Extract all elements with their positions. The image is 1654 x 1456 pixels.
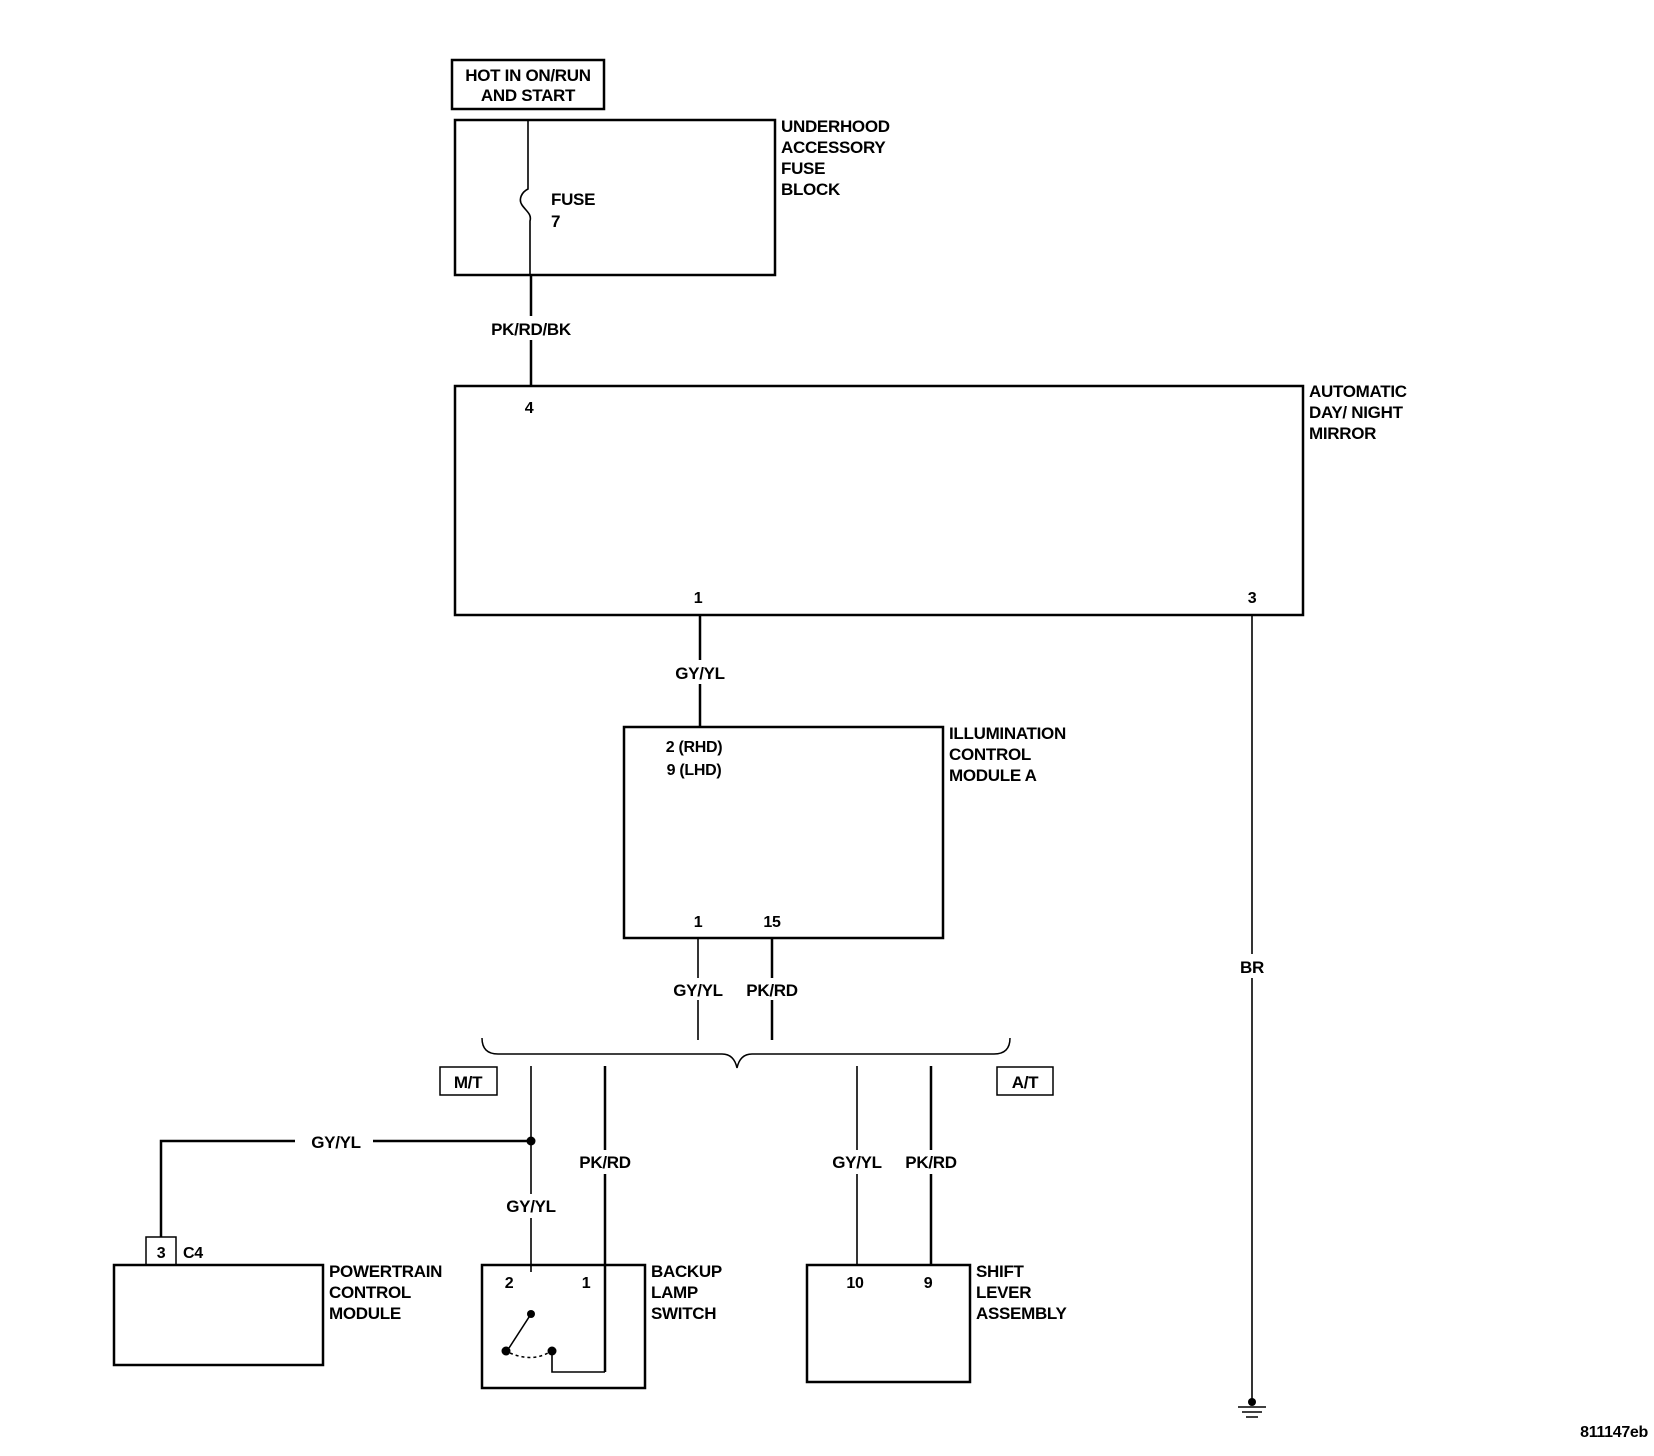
wire-label-gy-yl-switch: GY/YL [506,1197,556,1216]
power-source: HOT IN ON/RUN AND START [450,58,606,111]
backup-name-1: BACKUP [651,1262,722,1281]
pcm-pin-3: 3 [157,1245,166,1262]
fuse-block: FUSE 7 UNDERHOOD ACCESSORY FUSE BLOCK [453,117,890,277]
fuse-block-name-4: BLOCK [781,180,841,199]
mirror-box [453,384,1305,617]
wire-label-bg [295,1130,373,1154]
pcm-name-2: CONTROL [329,1283,411,1302]
shift-pin-10: 10 [846,1275,864,1292]
mirror-pin-1: 1 [694,590,703,607]
wire-label-bg [573,1150,637,1174]
wire-gy-yl-pcm [159,1139,531,1237]
wire-label-pk-rd-module: PK/RD [746,981,797,1000]
module-pin-1: 1 [694,914,703,931]
wire-label-pk-rd-shift: PK/RD [905,1153,956,1172]
shift-name-2: LEVER [976,1283,1031,1302]
mirror-name-2: DAY/ NIGHT [1309,403,1404,422]
pcm-connector-c4: C4 [183,1245,203,1262]
pcm-name-3: MODULE [329,1304,401,1323]
power-label-line-1: HOT IN ON/RUN [465,66,591,85]
option-automatic-label: A/T [1012,1073,1039,1092]
module-pin-lhd: 9 (LHD) [667,762,722,779]
option-automatic-box [996,1066,1054,1096]
power-source-box [450,58,606,111]
option-manual-box [439,1066,498,1096]
wire-label-gy-yl-mirror: GY/YL [675,664,725,683]
switch-link [509,1352,549,1359]
wire-label-gy-yl-pcm: GY/YL [311,1133,361,1152]
mirror-pin-4: 4 [525,400,534,417]
figure-id: 811147eb [1580,1424,1648,1441]
wire-label-pk-rd-bk: PK/RD/BK [491,320,572,339]
illumination-control-module: 2 (RHD) 9 (LHD) 1 15 ILLUMINATION CONTRO… [622,724,1066,940]
pcm-name-1: POWERTRAIN [329,1262,442,1281]
wire-label-bg [742,978,802,1000]
backup-lamp-switch: 2 1 BACKUP LAMP SWITCH [480,1262,722,1390]
switch-blade [508,1313,532,1349]
wire-label-bg [500,1194,564,1218]
fuse-block-name-3: FUSE [781,159,825,178]
module-pin-rhd: 2 (RHD) [666,739,723,756]
fuse-block-box [453,118,777,277]
mirror-pin-3: 3 [1248,590,1257,607]
shift-name-1: SHIFT [976,1262,1025,1281]
shift-pin-9: 9 [924,1275,933,1292]
module-name-1: ILLUMINATION [949,724,1066,743]
shift-name-3: ASSEMBLY [976,1304,1067,1323]
switch-contact-left [501,1346,511,1356]
wire-label-bg [668,660,734,684]
backup-switch-box [480,1263,647,1390]
wire-label-gy-yl-shift: GY/YL [832,1153,882,1172]
module-name-2: CONTROL [949,745,1031,764]
fuse-block-name-1: UNDERHOOD [781,117,890,136]
wire-label-pk-rd-switch: PK/RD [579,1153,630,1172]
pcm-box [112,1263,325,1367]
module-pin-15: 15 [763,914,781,931]
backup-name-2: LAMP [651,1283,698,1302]
fuse-number: 7 [551,212,560,231]
mirror-name-1: AUTOMATIC [1309,382,1407,401]
option-manual-label: M/T [454,1073,483,1092]
wire-label-bg [668,978,730,1000]
ground-symbol [1238,1398,1266,1418]
option-brace [481,1037,1011,1069]
fuse-block-name-2: ACCESSORY [781,138,886,157]
option-manual: M/T [439,1066,498,1096]
backup-name-3: SWITCH [651,1304,716,1323]
auto-dimming-mirror: 4 1 3 AUTOMATIC DAY/ NIGHT MIRROR [453,382,1407,617]
backup-pin-1: 1 [582,1275,591,1292]
powertrain-control-module: 3 C4 POWERTRAIN CONTROL MODULE [112,1236,442,1367]
mirror-name-3: MIRROR [1309,424,1376,443]
fuse-7-symbol [519,120,532,275]
option-automatic: A/T [996,1066,1054,1096]
wire-label-bg [825,1150,889,1174]
wire-label-bg [484,316,578,340]
illumination-module-box [622,725,945,940]
wire-label-bg [1236,954,1270,978]
wire-label-br: BR [1240,958,1264,977]
power-label-line-2: AND START [481,86,576,105]
fuse-label: FUSE [551,190,595,209]
backup-pin-2: 2 [505,1275,514,1292]
wire-label-gy-yl-module: GY/YL [673,981,723,1000]
shift-lever-assembly: 10 9 SHIFT LEVER ASSEMBLY [805,1262,1068,1384]
wire-label-bg [899,1150,963,1174]
module-name-3: MODULE A [949,766,1037,785]
switch-return [551,1351,605,1373]
shift-lever-box [805,1263,972,1384]
